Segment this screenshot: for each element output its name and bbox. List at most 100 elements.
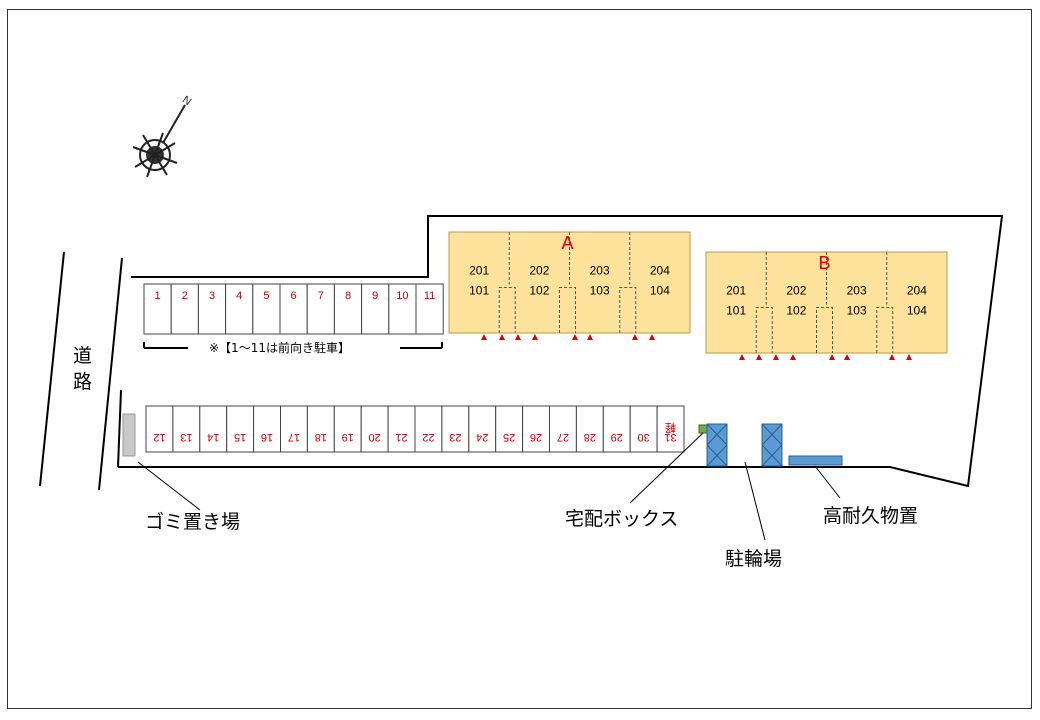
parking-space-12 <box>145 405 174 453</box>
entrance-marker <box>756 354 762 360</box>
building-label: B <box>819 253 831 273</box>
parking-space-4 <box>225 283 254 335</box>
unit-number-lower: 101 <box>726 304 746 318</box>
parking-number: 23 <box>449 431 461 443</box>
unit-number-lower: 102 <box>786 304 806 318</box>
parking-number: 24 <box>476 431 488 443</box>
entrance-marker <box>889 354 895 360</box>
parking-number: 2 <box>182 290 188 302</box>
entrance-marker <box>773 354 779 360</box>
map-frame <box>7 9 1032 709</box>
road-line-inner <box>98 257 123 491</box>
parking-number: 29 <box>611 431 623 443</box>
parking-number: 27 <box>557 431 569 443</box>
bicycle-rack-1 <box>706 423 728 467</box>
unit-number-lower: 103 <box>847 304 867 318</box>
parking-number: 30 <box>638 431 650 443</box>
parking-space-25 <box>495 405 524 453</box>
unit-number-lower: 103 <box>590 284 610 298</box>
parking-space-16 <box>253 405 282 453</box>
storage-shed <box>788 455 843 466</box>
compass-icon: N <box>132 94 193 178</box>
entrance-marker <box>587 334 593 340</box>
parking-number: 26 <box>530 431 542 443</box>
parking-space-5 <box>252 283 281 335</box>
entrance-marker <box>844 354 850 360</box>
road-line-outer <box>39 251 65 487</box>
parking-space-19 <box>333 405 362 453</box>
front-parking-note: ※【1～11は前向き駐車】 <box>209 340 350 355</box>
entrance-marker <box>906 354 912 360</box>
unit-number-lower: 102 <box>529 284 549 298</box>
unit-number-upper: 202 <box>529 263 549 277</box>
parking-number: 22 <box>422 431 434 443</box>
delivery-box-label: 宅配ボックス <box>565 508 678 530</box>
delivery-box <box>698 424 708 434</box>
parking-number: 28 <box>584 431 596 443</box>
parking-number: 3 <box>209 290 215 302</box>
parking-number: 12 <box>153 431 165 443</box>
parking-number: 11 <box>424 290 435 302</box>
road-label-2: 路 <box>73 371 92 393</box>
parking-space-31 <box>656 405 685 453</box>
entrance-marker <box>572 334 578 340</box>
parking-number: 13 <box>180 431 192 443</box>
parking-number: 15 <box>234 431 246 443</box>
parking-number: 6 <box>291 290 297 302</box>
entrance-marker <box>739 354 745 360</box>
parking-space-22 <box>414 405 443 453</box>
parking-space-8 <box>333 283 363 335</box>
entrance-marker <box>499 334 505 340</box>
building-a: A 201 101 202 102 203 103 204 104 <box>448 231 691 340</box>
parking-number: 19 <box>342 431 354 443</box>
parking-space-23 <box>441 405 470 453</box>
parking-space-6 <box>279 283 308 335</box>
entrance-marker <box>532 334 538 340</box>
building-label: A <box>562 233 574 253</box>
parking-space-18 <box>306 405 335 453</box>
entrance-marker <box>649 334 655 340</box>
parking-space-20 <box>360 405 389 453</box>
unit-number-upper: 204 <box>650 263 670 277</box>
bicycle-label: 駐輪場 <box>725 548 782 570</box>
parking-number: 10 <box>396 290 408 302</box>
parking-space-13 <box>172 405 201 453</box>
parking-number: 14 <box>207 431 219 443</box>
unit-number-lower: 104 <box>907 304 927 318</box>
unit-number-upper: 201 <box>469 263 489 277</box>
parking-space-26 <box>522 405 550 453</box>
unit-number-upper: 203 <box>847 283 867 297</box>
parking-space-11 <box>415 283 444 335</box>
parking-number: 1 <box>155 290 161 302</box>
entrance-marker <box>632 334 638 340</box>
svg-text:N: N <box>180 94 193 108</box>
parking-space-9 <box>361 283 390 335</box>
parking-number: 8 <box>345 290 351 302</box>
entrance-marker <box>481 334 487 340</box>
parking-number: 21 <box>395 431 407 443</box>
parking-space-28 <box>575 405 604 453</box>
parking-space-29 <box>602 405 631 453</box>
unit-number-upper: 203 <box>590 263 610 277</box>
entrance-marker <box>515 334 521 340</box>
parking-space-17 <box>280 405 308 453</box>
parking-space-10 <box>388 283 417 335</box>
unit-number-upper: 204 <box>907 283 927 297</box>
parking-number: 25 <box>503 431 515 443</box>
parking-space-21 <box>387 405 416 453</box>
storage-label: 高耐久物置 <box>823 505 918 527</box>
parking-number: 9 <box>372 290 378 302</box>
parking-number: 16 <box>261 431 273 443</box>
parking-number: 31 <box>664 431 676 443</box>
parking-space-14 <box>199 405 228 453</box>
entrance-marker <box>790 354 796 360</box>
garbage-area <box>122 413 136 457</box>
parking-space-24 <box>468 405 497 453</box>
unit-number-lower: 101 <box>469 284 489 298</box>
parking-number: 7 <box>318 290 324 302</box>
unit-number-lower: 104 <box>650 284 670 298</box>
